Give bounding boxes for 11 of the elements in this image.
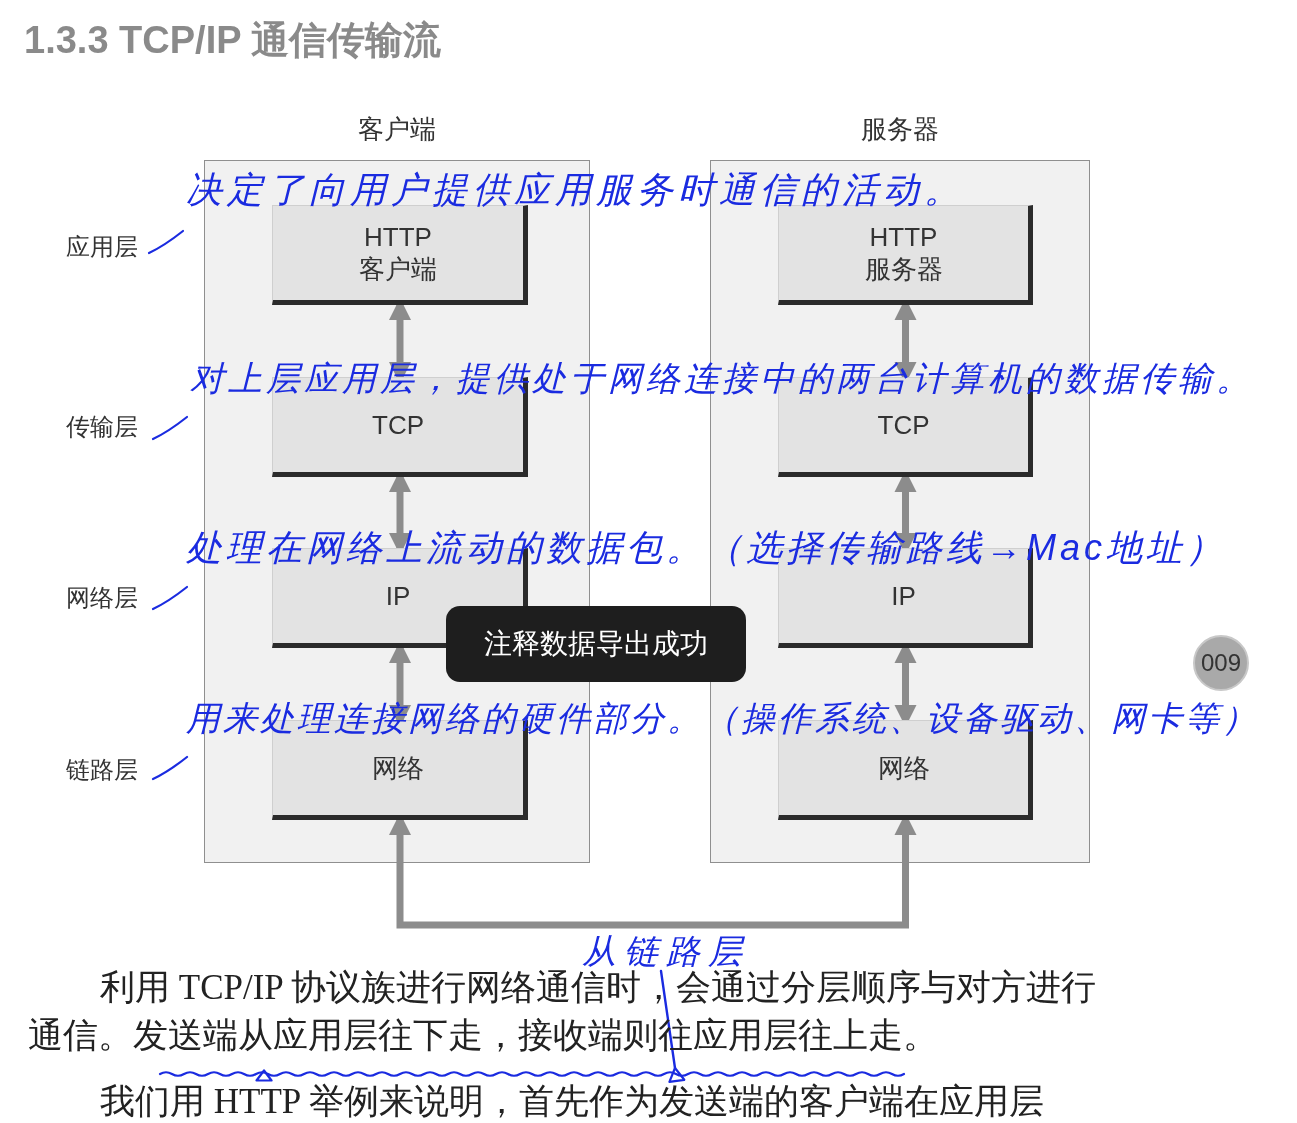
handwritten-note: 从链路层 bbox=[582, 931, 758, 971]
body-text: 我们用 HTTP 举例来说明，首先作为发送端的客户端在应用层 bbox=[100, 1082, 1044, 1122]
column-heading: 服务器 bbox=[861, 113, 939, 146]
toast-message: 注释数据导出成功 bbox=[446, 606, 746, 682]
layer-label: 应用层 bbox=[66, 232, 138, 262]
layer-label: 传输层 bbox=[66, 412, 138, 442]
column-heading: 客户端 bbox=[358, 113, 436, 146]
page-number-badge: 009 bbox=[1193, 635, 1249, 691]
section-title: 1.3.3 TCP/IP 通信传输流 bbox=[24, 18, 442, 63]
layer-label: 网络层 bbox=[66, 583, 138, 613]
layer-label: 链路层 bbox=[66, 755, 138, 785]
